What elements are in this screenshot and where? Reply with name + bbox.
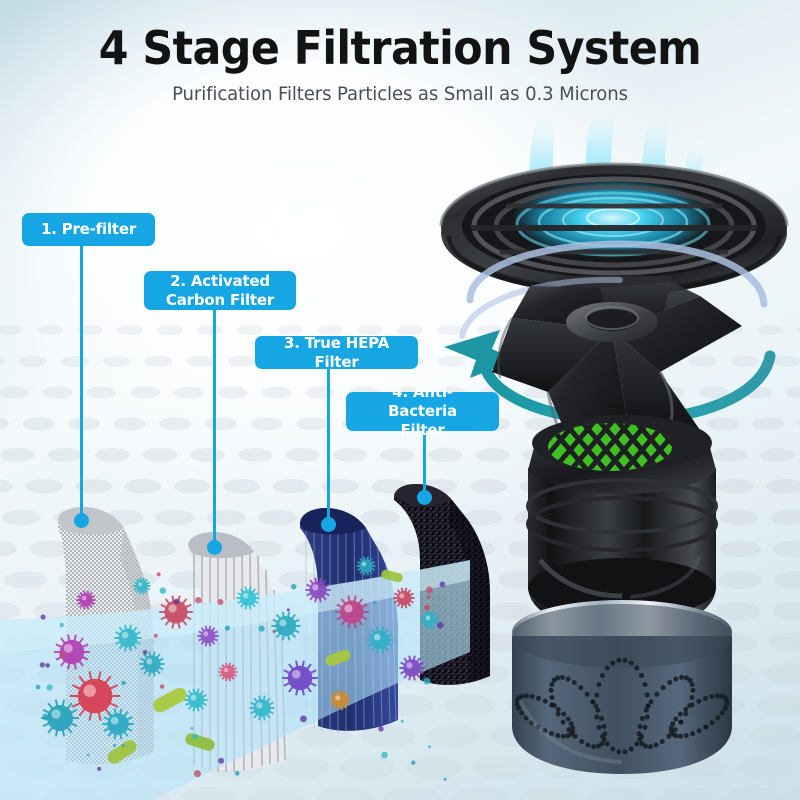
filter-canister: [522, 415, 716, 630]
callout-label-true-hepa[interactable]: 3. True HEPA Filter: [255, 336, 418, 369]
callout-label-activated-carbon[interactable]: 2. Activated Carbon Filter: [144, 271, 296, 310]
callout-leader-line-anti-bacteria: [423, 431, 426, 497]
callout-anchor-dot-pre-filter: [74, 513, 89, 528]
base-unit: [512, 600, 732, 774]
callout-leader-line-pre-filter: [80, 246, 83, 520]
page-title: 4 Stage Filtration System: [28, 21, 772, 75]
callout-leader-line-activated-carbon: [213, 310, 216, 547]
callout-leader-line-true-hepa: [327, 369, 330, 524]
page-subtitle: Purification Filters Particles as Small …: [20, 83, 780, 105]
callout-anchor-dot-anti-bacteria: [417, 490, 432, 505]
callout-anchor-dot-true-hepa: [321, 517, 336, 532]
callout-anchor-dot-activated-carbon: [207, 540, 222, 555]
callout-label-anti-bacteria[interactable]: 4. Anti-Bacteria Filter: [346, 392, 499, 431]
callout-label-pre-filter[interactable]: 1. Pre-filter: [22, 213, 155, 246]
